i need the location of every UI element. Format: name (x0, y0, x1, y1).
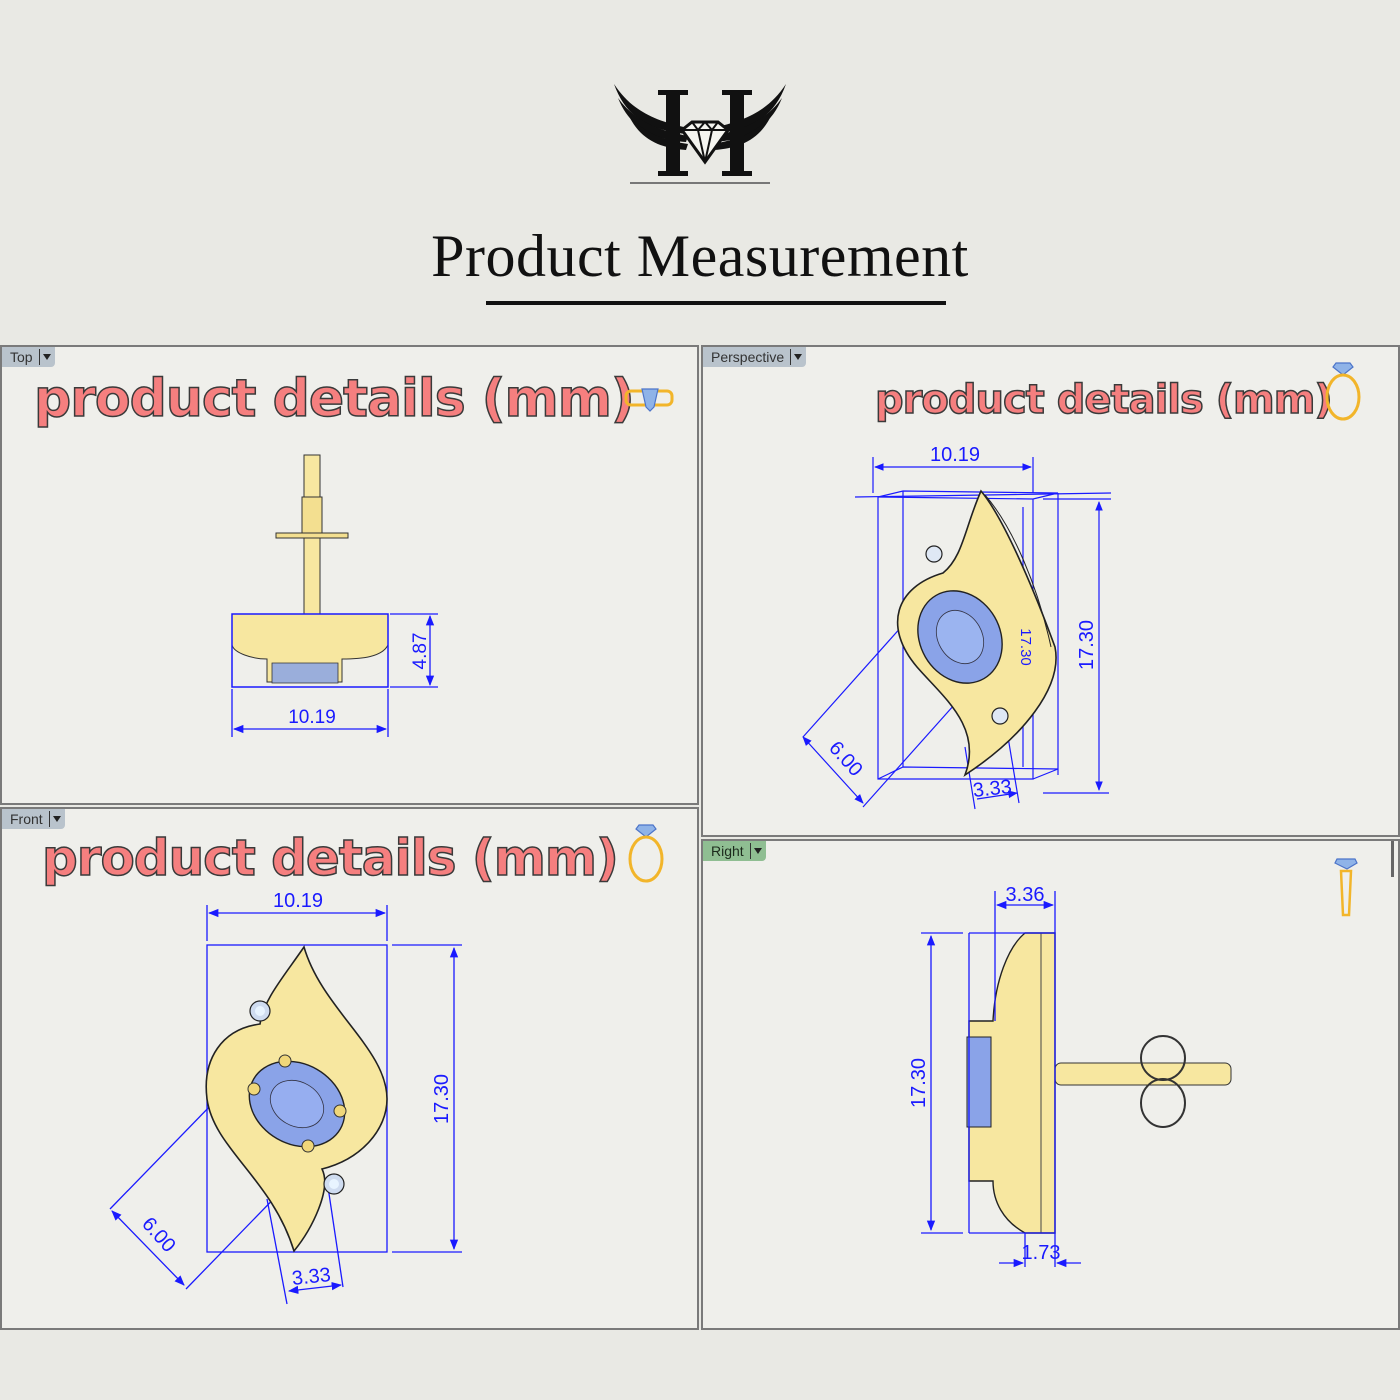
brand-logo-icon (614, 84, 786, 184)
dimension-depth-label: 17.30 (1017, 628, 1034, 666)
dimension-gap: 3.33 (291, 1264, 332, 1290)
viewport-tab-label: Perspective (711, 349, 792, 365)
dimension-width: 10.19 (273, 890, 323, 912)
dropdown-caret-icon[interactable] (794, 354, 803, 360)
ring-top-view-icon (624, 388, 674, 412)
ring-front-view-icon (628, 824, 664, 883)
dimension-stone: 6.00 (137, 1213, 179, 1257)
dimension-width: 10.19 (288, 707, 336, 728)
dimension-height: 17.30 (431, 1074, 453, 1124)
viewport-scrollbar[interactable] (1391, 841, 1394, 877)
viewport-tab-top[interactable]: Top (2, 347, 55, 367)
perspective-view-drawing: 10.19 17.30 17.30 6.00 3.33 (802, 444, 1112, 810)
viewport-tab-label: Right (711, 843, 751, 859)
panel-heading: product details (mm) (41, 828, 619, 888)
viewport-perspective[interactable]: Perspective product details (mm) (701, 345, 1400, 837)
dropdown-caret-icon[interactable] (753, 848, 762, 854)
viewport-tab-perspective[interactable]: Perspective (703, 347, 807, 367)
ring-front-view-icon (1325, 362, 1361, 421)
panel-heading: product details (mm) (33, 368, 635, 430)
dimension-back: 1.73 (1022, 1242, 1061, 1264)
viewport-right[interactable]: Right (701, 839, 1400, 1330)
panel-heading: product details (mm) (874, 376, 1333, 424)
dimension-gap: 3.33 (972, 776, 1013, 802)
viewport-tab-label: Top (10, 349, 40, 365)
dropdown-caret-icon[interactable] (42, 354, 51, 360)
dimension-height: 4.87 (410, 633, 431, 670)
front-view-drawing: 10.19 17.30 6.00 3.33 (109, 890, 462, 1305)
title-underline (486, 301, 946, 305)
page-title: Product Measurement (431, 223, 969, 289)
dropdown-caret-icon[interactable] (52, 816, 61, 822)
dimension-stone: 6.00 (824, 737, 866, 781)
viewport-front[interactable]: Front product details (mm) (0, 807, 699, 1330)
top-view-drawing: 10.19 4.87 (231, 454, 438, 737)
viewport-top[interactable]: Top product details (mm) 10.19 4.87 (0, 345, 699, 805)
dimension-width: 10.19 (930, 444, 980, 466)
ring-side-view-icon (1334, 858, 1358, 917)
viewport-tab-right[interactable]: Right (703, 841, 766, 861)
dimension-depth: 3.36 (1006, 884, 1045, 906)
viewport-tab-label: Front (10, 811, 50, 827)
viewport-tab-front[interactable]: Front (2, 809, 65, 829)
dimension-height: 17.30 (1076, 620, 1098, 670)
dimension-height: 17.30 (908, 1058, 930, 1108)
right-view-drawing: 3.36 17.30 1.73 (908, 884, 1232, 1268)
